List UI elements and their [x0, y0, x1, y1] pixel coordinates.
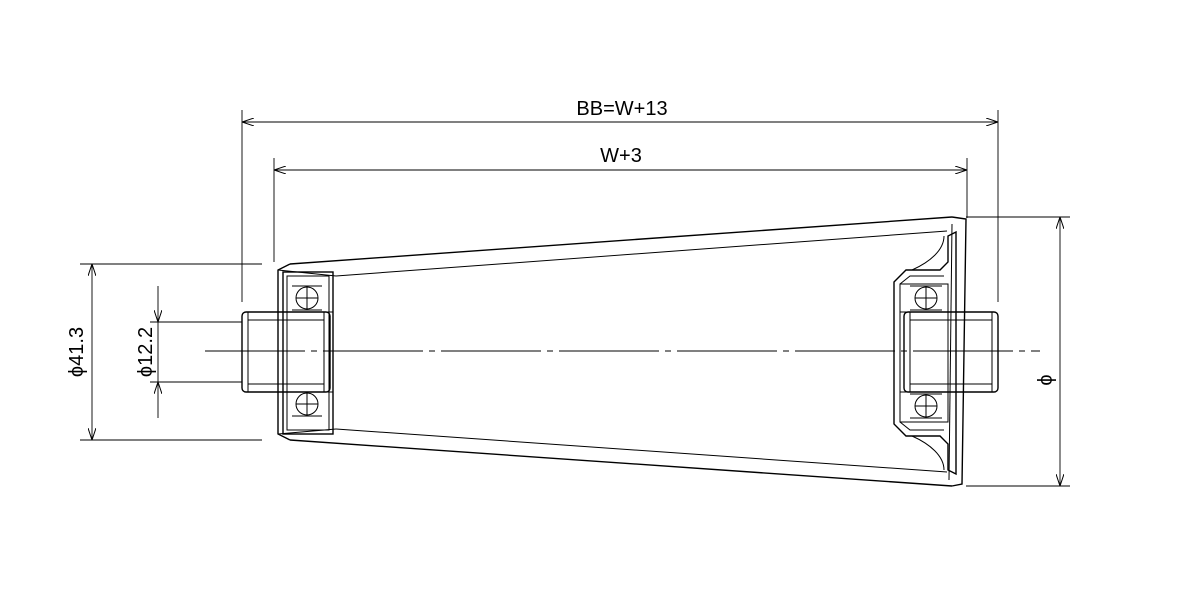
- hub-diameter-label: ϕ41.3: [66, 327, 88, 377]
- dimension-large-diameter: ϕ: [966, 216, 1070, 487]
- shaft-diameter-label: ϕ12.2: [135, 327, 157, 377]
- right-shaft: [903, 311, 999, 393]
- dimension-hub-diameter: ϕ41.3: [66, 263, 262, 441]
- dimension-w: W+3: [273, 145, 968, 262]
- left-shaft: [241, 311, 331, 393]
- dimension-shaft-diameter: ϕ12.2: [135, 286, 242, 418]
- left-bearing-housing: [282, 271, 334, 435]
- tapered-sleeve: [277, 216, 967, 487]
- large-diameter-label: ϕ: [1035, 374, 1057, 385]
- bb-width-label: BB=W+13: [576, 98, 667, 120]
- roller-width-label: W+3: [600, 145, 642, 167]
- dimension-bb: BB=W+13: [241, 98, 999, 302]
